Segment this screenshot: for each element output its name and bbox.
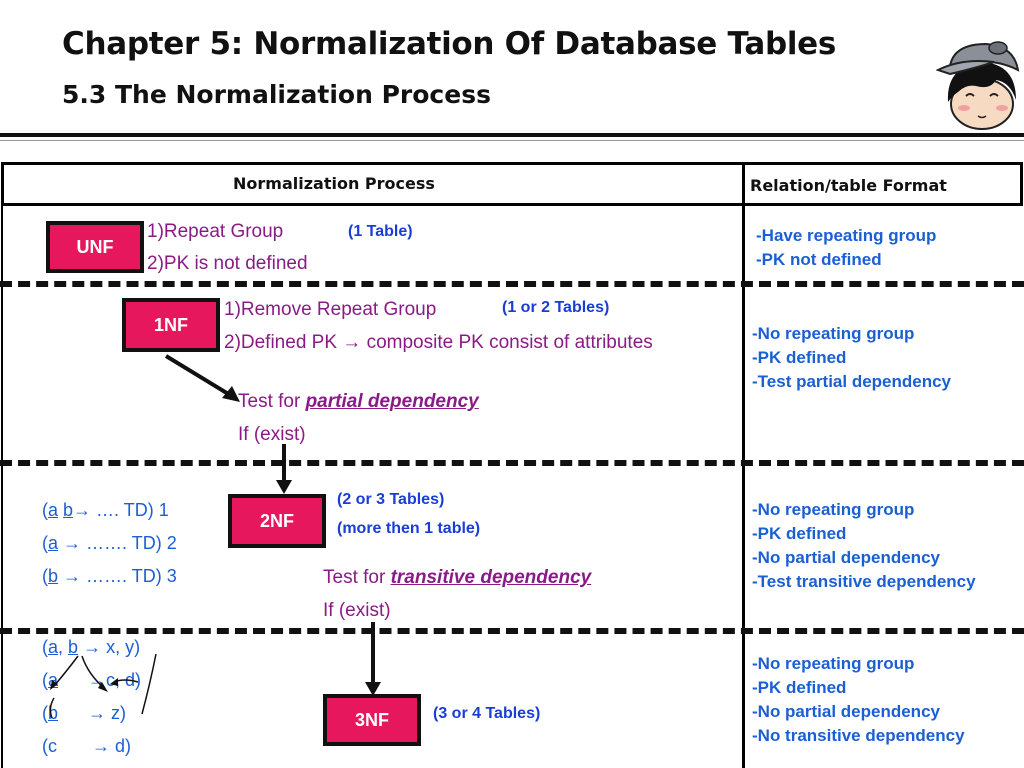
table-header-border	[2, 203, 1022, 206]
unf-format-line: -PK not defined	[756, 250, 882, 269]
separator-2nf-3nf	[0, 628, 1024, 634]
paren: (	[42, 500, 48, 520]
1nf-format-line: -Test partial dependency	[752, 372, 952, 391]
3nf-format-line: -No transitive dependency	[752, 726, 965, 745]
2nf-test-term: transitive dependency	[390, 567, 592, 588]
attr-b: b	[48, 566, 59, 586]
unf-tables: (1 Table)	[348, 223, 413, 240]
1nf-format: -No repeating group -PK defined -Test pa…	[752, 322, 951, 394]
3nf-dep-1: (a, b → x, y)	[42, 637, 141, 657]
unf-format-line: -Have repeating group	[756, 226, 937, 245]
dep-rest: …. TD) 1	[91, 500, 169, 520]
table-top-border	[2, 162, 1022, 165]
3nf-tables: (3 or 4 Tables)	[433, 705, 541, 722]
dep-rest: d)	[110, 736, 132, 756]
paren: (	[42, 533, 48, 553]
3nf-format-line: -No partial dependency	[752, 702, 940, 721]
2nf-tables-note: (more then 1 table)	[337, 520, 481, 537]
dep-rest: z)	[106, 703, 127, 723]
page-subtitle: 5.3 The Normalization Process	[62, 80, 491, 109]
right-arrow-icon: →	[342, 332, 362, 353]
3nf-format-line: -PK defined	[752, 678, 847, 697]
attr-a: a	[48, 670, 59, 690]
separator-unf-1nf	[0, 281, 1024, 287]
2nf-test: Test for transitive dependency	[323, 567, 591, 589]
paren: (	[42, 566, 48, 586]
3nf-format: -No repeating group -PK defined -No part…	[752, 652, 965, 748]
right-arrow-icon: →	[88, 703, 107, 723]
1nf-test-term: partial dependency	[305, 391, 479, 412]
table-right-border	[1020, 162, 1023, 206]
attr-b: b	[48, 703, 59, 723]
table-left-edge	[1, 206, 3, 768]
attr-a: a	[48, 533, 59, 553]
col1-header: Normalization Process	[233, 174, 435, 193]
unf-format: -Have repeating group -PK not defined	[756, 224, 936, 272]
1nf-tables: (1 or 2 Tables)	[502, 299, 610, 316]
1nf-test-prefix: Test for	[238, 391, 306, 412]
attr-b: b	[68, 637, 79, 657]
dep-rest: x, y)	[101, 637, 141, 657]
1nf-test: Test for partial dependency	[238, 391, 479, 413]
2nf-dep-3: (b → ……. TD) 3	[42, 566, 177, 587]
separator-1nf-2nf	[0, 460, 1024, 466]
1nf-line2-composite: composite PK consist of attributes	[366, 332, 653, 353]
page-title: Chapter 5: Normalization Of Database Tab…	[62, 26, 837, 62]
2nf-format-line: -PK defined	[752, 524, 847, 543]
right-arrow-icon: →	[73, 500, 92, 520]
1nf-line1: 1)Remove Repeat Group	[224, 299, 437, 320]
1nf-format-line: -No repeating group	[752, 324, 915, 343]
header-rule-thin	[0, 140, 1024, 141]
2nf-format-line: -No repeating group	[752, 500, 915, 519]
right-arrow-icon: →	[92, 736, 111, 756]
table-left-border	[1, 162, 4, 206]
arrow-to-partial-test-icon	[164, 354, 240, 402]
attr-a: a	[48, 500, 59, 520]
unf-line2: 2)PK is not defined	[147, 253, 308, 274]
3nf-dep-3: (b → z)	[42, 703, 127, 723]
3nf-dep-4: (c → d)	[42, 736, 132, 756]
attr-b: b	[63, 500, 74, 520]
1nf-if-exist: If (exist)	[238, 424, 306, 445]
arrow-down-to-3nf-icon	[365, 622, 381, 696]
arrow-down-to-2nf-icon	[276, 444, 292, 494]
cartoon-girl-avatar	[936, 41, 1020, 130]
2nf-box: 2NF	[228, 494, 326, 548]
2nf-test-prefix: Test for	[323, 567, 391, 588]
1nf-format-line: -PK defined	[752, 348, 847, 367]
2nf-format-line: -No partial dependency	[752, 548, 940, 567]
attr-a: a	[48, 637, 59, 657]
right-arrow-icon: →	[63, 533, 82, 553]
attr-c: c	[48, 736, 57, 756]
2nf-dep-2: (a → ……. TD) 2	[42, 533, 177, 554]
2nf-format: -No repeating group -PK defined -No part…	[752, 498, 976, 594]
dep-rest: ……. TD) 3	[81, 566, 177, 586]
2nf-tables: (2 or 3 Tables)	[337, 491, 445, 508]
2nf-dep-1: (a b→ …. TD) 1	[42, 500, 169, 521]
right-arrow-icon: →	[63, 566, 82, 586]
unf-box: UNF	[46, 221, 144, 273]
3nf-format-line: -No repeating group	[752, 654, 915, 673]
1nf-line2-text: 2)Defined PK	[224, 332, 338, 353]
col2-header: Relation/table Format	[750, 176, 947, 195]
right-arrow-icon: →	[83, 637, 102, 657]
1nf-line2: 2)Defined PK → composite PK consist of a…	[224, 332, 653, 354]
2nf-if-exist: If (exist)	[323, 600, 391, 621]
1nf-box: 1NF	[122, 298, 220, 352]
unf-line1: 1)Repeat Group	[147, 221, 284, 242]
header-rule	[0, 133, 1024, 137]
dependency-arrows-icon	[49, 653, 157, 719]
dep-rest: ……. TD) 2	[81, 533, 177, 553]
2nf-format-line: -Test transitive dependency	[752, 572, 976, 591]
3nf-box: 3NF	[323, 694, 421, 746]
